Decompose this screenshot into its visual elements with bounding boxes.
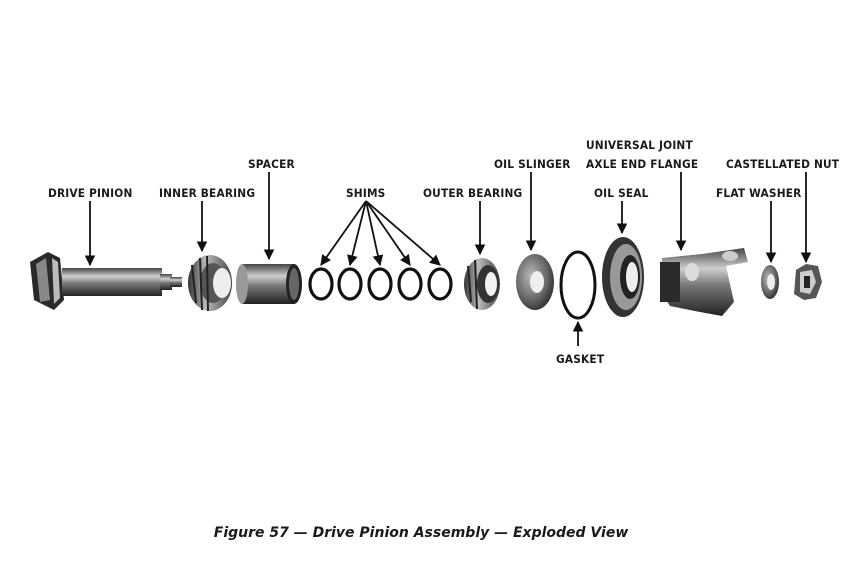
label-castellated-nut: CASTELLATED NUT <box>726 157 840 171</box>
label-flat-washer: FLAT WASHER <box>716 186 802 200</box>
label-shims: SHIMS <box>346 186 386 200</box>
castellated-nut-part <box>794 264 822 300</box>
label-gasket: GASKET <box>556 352 605 366</box>
label-universal-joint: UNIVERSAL JOINT <box>586 138 693 152</box>
label-inner-bearing: INNER BEARING <box>159 186 256 200</box>
arrow-shim-5 <box>365 200 441 266</box>
label-oil-seal: OIL SEAL <box>594 186 649 200</box>
gasket-part <box>559 250 597 320</box>
outer-bearing-part <box>464 258 500 310</box>
arrow-shim-4 <box>365 200 411 266</box>
universal-joint-flange-part <box>660 248 748 316</box>
inner-bearing-part <box>188 255 232 312</box>
drive-pinion-part <box>30 252 182 310</box>
label-oil-slinger: OIL SLINGER <box>494 157 571 171</box>
figure-caption: Figure 57 — Drive Pinion Assembly — Expl… <box>213 525 629 541</box>
label-outer-bearing: OUTER BEARING <box>423 186 523 200</box>
spacer-part <box>236 264 302 304</box>
oil-seal-part <box>602 237 644 317</box>
label-axle-end-flange: AXLE END FLANGE <box>586 157 699 171</box>
flat-washer-part <box>761 265 779 299</box>
arrow-shim-1 <box>320 200 367 266</box>
shims-part <box>308 267 453 301</box>
leader-arrows <box>84 172 812 346</box>
label-spacer: SPACER <box>248 157 295 171</box>
oil-slinger-part <box>516 254 554 310</box>
arrow-shim-3 <box>365 200 384 267</box>
arrow-shim-2 <box>347 200 367 267</box>
label-drive-pinion: DRIVE PINION <box>48 186 133 200</box>
